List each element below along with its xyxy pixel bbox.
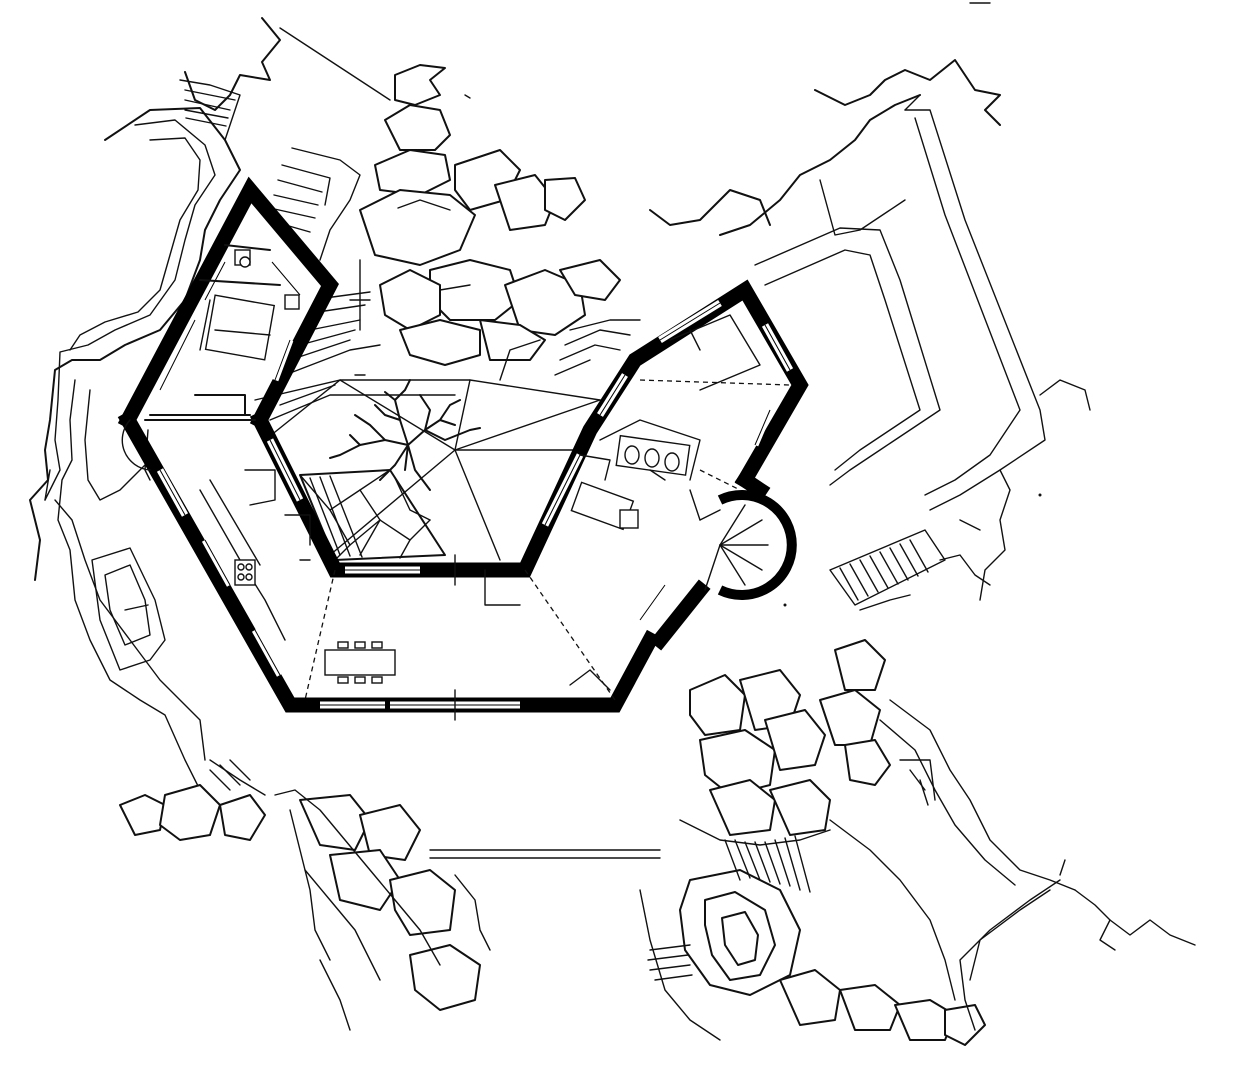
stair-east bbox=[554, 319, 946, 611]
terrain-contours-east bbox=[649, 59, 1091, 601]
spiral-stair bbox=[699, 490, 797, 600]
bedroom-east bbox=[639, 314, 791, 391]
rocks-north bbox=[359, 64, 621, 366]
dining-chair bbox=[337, 641, 349, 649]
dining-area bbox=[299, 554, 616, 721]
bathroom-east bbox=[570, 419, 741, 531]
kitchen bbox=[121, 419, 311, 641]
dining-chair bbox=[337, 676, 349, 684]
site-marks bbox=[464, 2, 1042, 607]
dining-chair bbox=[371, 676, 383, 684]
dining-chair bbox=[354, 676, 366, 684]
dining-chair bbox=[371, 641, 383, 649]
dining-chair bbox=[354, 641, 366, 649]
rocks-south-west bbox=[119, 759, 661, 1031]
bedroom-north-west bbox=[199, 249, 300, 361]
rocks-south-east bbox=[639, 639, 1196, 1046]
house-walls bbox=[117, 176, 809, 713]
courtyard-tree bbox=[329, 379, 481, 491]
terrain-contours-west bbox=[29, 17, 281, 791]
dining-table bbox=[324, 649, 396, 676]
